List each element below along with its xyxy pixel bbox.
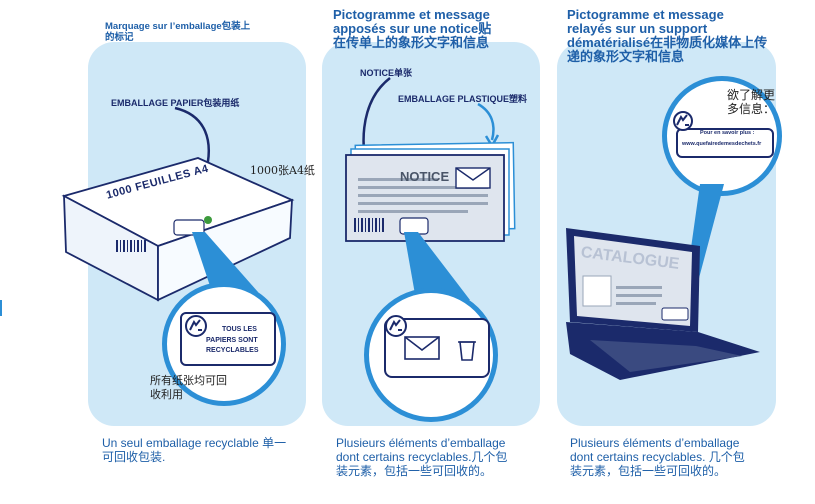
- info-line-2: www.quefairedemesdechets.fr: [682, 141, 762, 147]
- box-note: 1000张A4纸: [250, 164, 315, 177]
- panel3-caption: Plusieurs éléments d’emballage dont cert…: [570, 436, 745, 478]
- edge-mark: [0, 300, 2, 316]
- recycle-bin-icon: [458, 341, 476, 361]
- info-card: [676, 128, 774, 158]
- notice-text: NOTICE: [400, 169, 450, 184]
- triman-recycle-icon: [185, 315, 207, 337]
- label-notice: NOTICE单张: [360, 68, 413, 78]
- label-plastic: EMBALLAGE PLASTIQUE塑料: [398, 94, 528, 104]
- badge-line-2: PAPIERS SONT: [206, 337, 258, 344]
- panel2-title: Pictogramme et message apposés sur une n…: [333, 7, 492, 50]
- label-paper-packaging: EMBALLAGE PAPIER包装用纸: [111, 98, 240, 108]
- recycle-note: 所有纸张均可回收利用: [150, 374, 227, 401]
- triman-recycle-icon: [673, 111, 693, 131]
- badge-line-1: TOUS LES: [222, 326, 257, 333]
- panel3-title: Pictogramme et message relayés sur un su…: [567, 7, 768, 64]
- panel2-caption: Plusieurs éléments d’emballage dont cert…: [336, 436, 508, 478]
- badge-line-3: RECYCLABLES: [206, 347, 259, 354]
- more-info-note: 欲了解更多信息：: [727, 88, 776, 116]
- panel1-title: Marquage sur l’emballage包装上的标记: [105, 21, 251, 43]
- envelope-icon: [404, 336, 440, 360]
- recyclable-badge: [180, 312, 276, 366]
- info-line-1: Pour en savoir plus :: [700, 130, 755, 136]
- triman-recycle-icon: [385, 315, 407, 337]
- panel1-caption: Un seul emballage recyclable 单一可回收包装.: [102, 436, 287, 464]
